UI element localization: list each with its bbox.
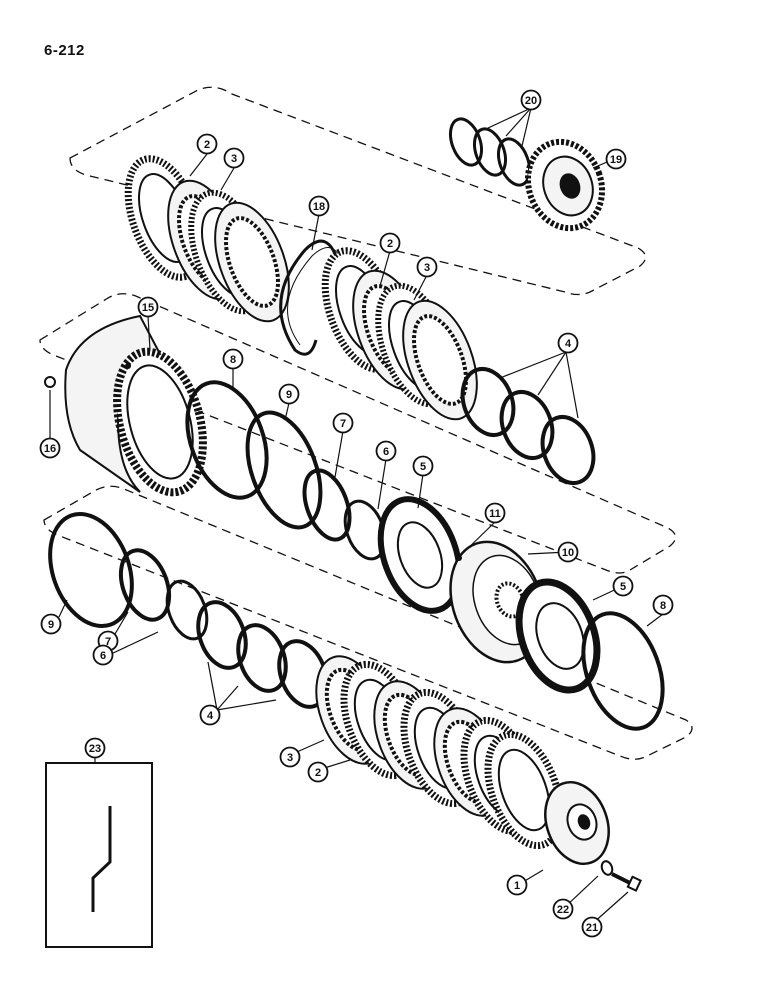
callout-8-middle: 8 bbox=[222, 348, 244, 370]
callout-10: 10 bbox=[557, 541, 579, 563]
callout-16: 16 bbox=[39, 437, 61, 459]
svg-text:1: 1 bbox=[514, 880, 520, 892]
callout-2-lower: 2 bbox=[307, 761, 329, 783]
svg-text:2: 2 bbox=[387, 238, 393, 250]
callout-1: 1 bbox=[506, 874, 528, 896]
callout-2-top: 2 bbox=[196, 133, 218, 155]
bolt-21 bbox=[611, 872, 642, 892]
ring-4-c bbox=[540, 415, 596, 485]
svg-text:5: 5 bbox=[620, 581, 626, 593]
callout-3-lower: 3 bbox=[279, 746, 301, 768]
check-ball-11 bbox=[456, 555, 462, 561]
svg-text:4: 4 bbox=[565, 338, 572, 350]
leader-lines bbox=[49, 107, 664, 925]
end-plate-1 bbox=[544, 780, 610, 866]
svg-text:6: 6 bbox=[383, 446, 389, 458]
callout-3-top: 3 bbox=[223, 147, 245, 169]
seal-ring-8-lower bbox=[581, 611, 665, 731]
clutch-drum-15 bbox=[64, 314, 207, 497]
callout-4-upper: 4 bbox=[557, 332, 579, 354]
svg-text:11: 11 bbox=[489, 508, 501, 520]
seal-ring-8-middle bbox=[185, 380, 269, 500]
svg-text:22: 22 bbox=[557, 904, 569, 916]
svg-text:19: 19 bbox=[610, 154, 622, 166]
seal-ring-6-lower bbox=[165, 579, 209, 641]
callout-9-middle: 9 bbox=[278, 383, 300, 405]
washer-22 bbox=[600, 860, 614, 876]
svg-text:3: 3 bbox=[287, 752, 293, 764]
group-outline-top bbox=[69, 86, 647, 296]
svg-text:3: 3 bbox=[231, 153, 237, 165]
piston-5-middle bbox=[377, 496, 463, 614]
svg-text:6: 6 bbox=[100, 650, 106, 662]
clutch-stack-bottom bbox=[315, 655, 564, 850]
svg-text:23: 23 bbox=[89, 743, 101, 755]
callout-6-lower: 6 bbox=[92, 644, 114, 666]
clutch-stack-middle bbox=[321, 247, 478, 421]
hub-19 bbox=[524, 138, 606, 232]
svg-text:2: 2 bbox=[315, 767, 321, 779]
svg-text:16: 16 bbox=[44, 443, 56, 455]
plug-16 bbox=[44, 376, 56, 388]
seal-ring-7-middle bbox=[302, 468, 352, 542]
svg-text:9: 9 bbox=[286, 389, 292, 401]
callout-3-middle: 3 bbox=[416, 256, 438, 278]
svg-text:4: 4 bbox=[207, 710, 214, 722]
inset-box-23 bbox=[45, 762, 153, 948]
page-number: 6-212 bbox=[44, 42, 85, 59]
callout-20: 20 bbox=[520, 89, 542, 111]
callout-22: 22 bbox=[552, 898, 574, 920]
callout-21: 21 bbox=[581, 916, 603, 938]
callout-23: 23 bbox=[84, 737, 106, 759]
ring-4-d bbox=[196, 600, 248, 670]
seal-ring-7-lower bbox=[118, 548, 172, 622]
callout-6-middle: 6 bbox=[375, 440, 397, 462]
svg-text:2: 2 bbox=[204, 139, 210, 151]
svg-text:9: 9 bbox=[48, 619, 54, 631]
svg-text:8: 8 bbox=[660, 600, 666, 612]
wire-tool bbox=[91, 806, 112, 912]
svg-text:8: 8 bbox=[230, 354, 236, 366]
ring-4-b bbox=[499, 390, 555, 460]
callout-4-lower: 4 bbox=[199, 704, 221, 726]
svg-text:5: 5 bbox=[420, 461, 426, 473]
callout-19: 19 bbox=[605, 148, 627, 170]
svg-text:10: 10 bbox=[562, 547, 574, 559]
piston-5-lower bbox=[515, 578, 601, 694]
callout-8-lower: 8 bbox=[652, 594, 674, 616]
callout-5-middle: 5 bbox=[412, 455, 434, 477]
svg-text:15: 15 bbox=[142, 302, 154, 314]
clutch-stack-top bbox=[167, 179, 290, 323]
svg-text:20: 20 bbox=[525, 95, 537, 107]
callout-9-lower: 9 bbox=[40, 613, 62, 635]
svg-text:18: 18 bbox=[313, 201, 325, 213]
callout-15: 15 bbox=[137, 296, 159, 318]
callout-18: 18 bbox=[308, 195, 330, 217]
callout-11: 11 bbox=[484, 502, 506, 524]
callout-5-lower: 5 bbox=[612, 575, 634, 597]
seal-rings-20 bbox=[448, 117, 532, 187]
svg-text:21: 21 bbox=[586, 922, 598, 934]
svg-text:3: 3 bbox=[424, 262, 430, 274]
svg-text:7: 7 bbox=[340, 418, 346, 430]
callout-2-middle: 2 bbox=[379, 232, 401, 254]
seal-ring-9-middle bbox=[245, 410, 323, 530]
callout-7-middle: 7 bbox=[332, 412, 354, 434]
svg-text:7: 7 bbox=[105, 636, 111, 648]
group-outline-middle bbox=[39, 293, 677, 574]
